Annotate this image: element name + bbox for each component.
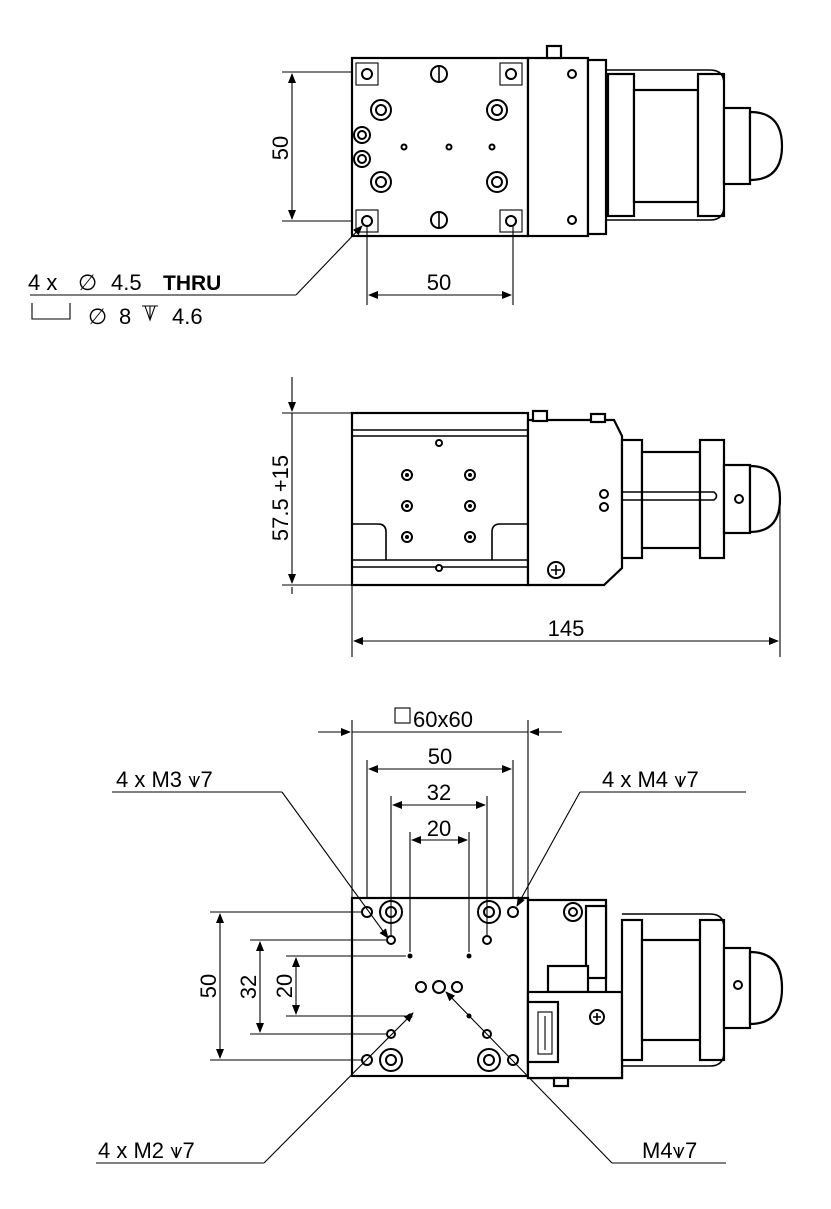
side-small-hole bbox=[435, 439, 443, 447]
top-corner-pocket-br bbox=[499, 209, 523, 233]
bottom-dim-32-v: 32 bbox=[236, 975, 261, 999]
top-hole-count: 4 x bbox=[28, 270, 57, 295]
depth-symbol bbox=[142, 305, 158, 322]
side-dim-height: 57.5 +15 bbox=[268, 455, 293, 541]
top-stage-side-block bbox=[526, 56, 590, 238]
bottom-m4-hole bbox=[507, 1054, 519, 1066]
top-cbore-dia: 8 bbox=[119, 304, 131, 329]
top-motor-housing-c bbox=[696, 72, 726, 218]
bottom-bracket-rail bbox=[584, 904, 608, 980]
side-motor-housing-a bbox=[620, 438, 644, 560]
top-hole-dia-symbol: ∅ bbox=[78, 270, 97, 295]
bottom-motor-knob bbox=[748, 950, 784, 1026]
side-knob-hole bbox=[734, 494, 744, 504]
bottom-dim-20-h: 20 bbox=[427, 816, 451, 841]
callout-m4: 4 x M4 ⩛7 bbox=[602, 767, 699, 792]
top-cbore-dia-symbol: ∅ bbox=[88, 304, 107, 329]
bottom-connector bbox=[526, 1000, 560, 1064]
bottom-small-hole bbox=[482, 935, 492, 945]
top-small-hole bbox=[400, 143, 408, 151]
top-corner-pocket-tl bbox=[355, 62, 379, 86]
callout-m3-leader bbox=[281, 791, 389, 939]
bottom-pin-hole bbox=[466, 953, 472, 959]
top-corner-hole-br bbox=[505, 215, 517, 227]
bottom-tab bbox=[552, 1076, 570, 1088]
callout-m2: 4 x M2 ⩛7 bbox=[98, 1138, 195, 1163]
top-hole-leader bbox=[295, 225, 363, 296]
bottom-m4-hole bbox=[507, 906, 519, 918]
side-small-hole bbox=[599, 489, 609, 499]
top-corner-hole-tr bbox=[505, 68, 517, 80]
bottom-center-hole bbox=[432, 980, 446, 994]
top-small-hole bbox=[488, 143, 496, 151]
bottom-dim-50-v: 50 bbox=[196, 974, 221, 998]
side-motor-bracket bbox=[526, 418, 624, 587]
top-dim-width: 50 bbox=[427, 270, 451, 295]
callout-m4-center-leader bbox=[445, 991, 613, 1164]
top-stage-body bbox=[350, 56, 530, 238]
bottom-view: 60x60 50 32 20 50 32 20 4 x M bbox=[96, 707, 784, 1164]
side-cutout-right bbox=[491, 523, 528, 560]
top-motor-cable bbox=[606, 69, 725, 221]
top-corner-pocket-tr bbox=[499, 62, 523, 86]
side-bracket-tab bbox=[589, 412, 607, 424]
callout-m4-center: M4⩛7 bbox=[642, 1138, 697, 1163]
side-bracket-tab bbox=[531, 409, 549, 423]
side-cutout-left bbox=[352, 523, 387, 560]
bottom-center-hole bbox=[415, 981, 427, 993]
callout-m4-leader bbox=[516, 791, 581, 907]
bottom-knob-hole bbox=[733, 980, 743, 990]
top-view: 50 50 4 x ∅ 4.5 THRU ∅ 8 4.6 bbox=[28, 44, 784, 329]
bottom-dim-20-v: 20 bbox=[272, 974, 297, 998]
top-block-hole bbox=[567, 215, 577, 225]
top-motor-knob bbox=[748, 110, 784, 182]
top-motor-cap bbox=[722, 106, 752, 186]
bottom-center-hole bbox=[451, 981, 463, 993]
top-block-hole bbox=[567, 69, 577, 79]
top-dim-height: 50 bbox=[268, 136, 293, 160]
bottom-motor-housing-b bbox=[640, 938, 702, 1042]
side-motor-housing-c bbox=[698, 438, 726, 560]
top-motor-housing-b bbox=[632, 88, 700, 204]
bottom-motor-housing-a bbox=[620, 918, 644, 1062]
bottom-bracket-block bbox=[546, 964, 590, 994]
bottom-motor-cable bbox=[622, 913, 725, 1067]
side-motor-cable bbox=[622, 491, 718, 501]
bottom-dim-50-h: 50 bbox=[428, 744, 452, 769]
bottom-pin-hole bbox=[407, 953, 413, 959]
side-dim-length: 145 bbox=[548, 616, 585, 641]
callout-m2-leader bbox=[263, 1012, 414, 1164]
bottom-small-hole bbox=[386, 1029, 396, 1039]
bottom-motor-housing-c bbox=[698, 918, 726, 1062]
top-corner-hole-tl bbox=[361, 68, 373, 80]
side-small-hole bbox=[435, 564, 443, 572]
top-cbore-depth: 4.6 bbox=[172, 304, 203, 329]
top-screw-tab bbox=[545, 44, 563, 60]
top-small-hole bbox=[445, 143, 453, 151]
square-symbol bbox=[394, 707, 411, 724]
callout-m3: 4 x M3 ⩛7 bbox=[116, 767, 213, 792]
top-motor-housing-a bbox=[606, 72, 636, 218]
top-motor-flange bbox=[586, 58, 608, 236]
top-hole-dia-value: 4.5 bbox=[111, 270, 142, 295]
side-small-hole bbox=[599, 502, 609, 512]
top-corner-hole-bl bbox=[361, 215, 373, 227]
bottom-dim-32-h: 32 bbox=[427, 780, 451, 805]
bottom-small-hole bbox=[386, 935, 396, 945]
top-hole-thru: THRU bbox=[163, 272, 221, 295]
side-motor-knob bbox=[748, 464, 782, 534]
bottom-dim-square: 60x60 bbox=[413, 707, 473, 732]
cbore-symbol bbox=[31, 303, 71, 320]
side-view: 57.5 +15 145 bbox=[268, 377, 782, 657]
